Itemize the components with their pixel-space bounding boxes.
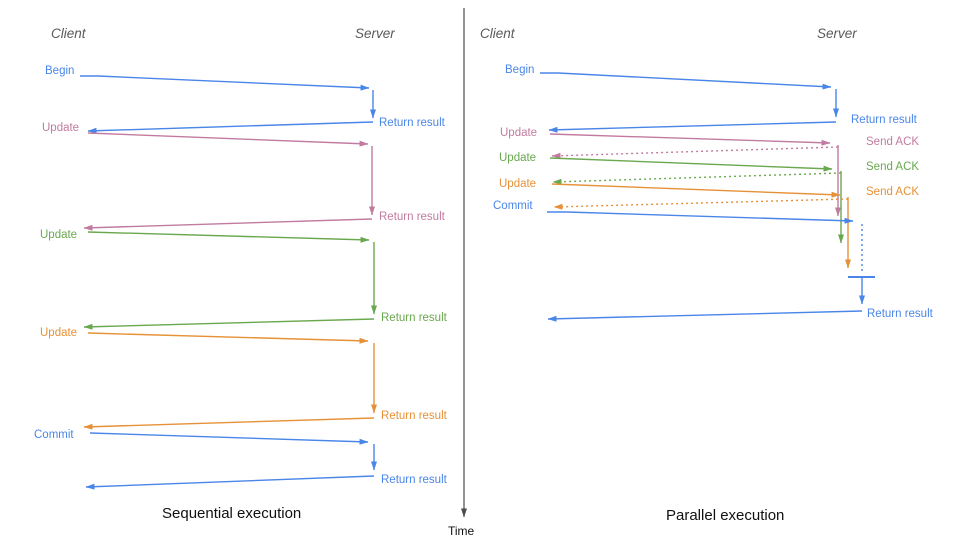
par-ack2-label: Send ACK — [866, 161, 920, 173]
seq-update1-request-arrow — [87, 132, 369, 147]
seq-update3-request-arrow — [87, 332, 369, 344]
par-label-update3: Update — [499, 178, 537, 190]
seq-commit-request-arrow — [89, 432, 369, 445]
par-label-begin: Begin — [505, 64, 535, 76]
par-update3-ack-arrow — [553, 198, 849, 210]
par-update3-request-arrow — [551, 183, 841, 198]
seq-label-update3: Update — [40, 327, 78, 339]
seq-client-header: Client — [51, 26, 86, 41]
seq-update3-response-arrow — [83, 417, 375, 430]
par-label-update2: Update — [499, 152, 537, 164]
seq-commit-response-arrow — [85, 475, 375, 490]
seq-return2-label: Return result — [379, 211, 445, 223]
parallel-title: Parallel execution — [666, 507, 785, 524]
par-server-header: Server — [817, 26, 857, 41]
seq-label-commit: Commit — [34, 429, 74, 441]
seq-label-update1: Update — [42, 122, 80, 134]
seq-label-update2: Update — [40, 229, 78, 241]
seq-label-begin: Begin — [45, 65, 75, 77]
par-update2-ack-arrow — [552, 172, 842, 185]
seq-server-header: Server — [355, 26, 395, 41]
par-update1-ack-arrow — [551, 146, 839, 159]
seq-update2-response-arrow — [83, 318, 375, 330]
seq-return4-label: Return result — [381, 410, 447, 422]
seq-return1-label: Return result — [379, 117, 445, 129]
par-begin-response-arrow — [548, 121, 837, 133]
seq-update2-request-arrow — [87, 231, 370, 243]
par-ack1-label: Send ACK — [866, 136, 920, 148]
seq-return3-label: Return result — [381, 312, 447, 324]
par-begin-request-arrow — [540, 72, 832, 90]
par-label-commit: Commit — [493, 200, 533, 212]
par-return2-label: Return result — [867, 308, 933, 320]
seq-begin-response-arrow — [87, 121, 374, 134]
par-update2-request-arrow — [549, 157, 833, 172]
par-commit-response-arrow — [547, 310, 863, 322]
sequential-panel-arrows — [80, 75, 377, 490]
par-client-header: Client — [480, 26, 515, 41]
par-update1-request-arrow — [549, 133, 831, 146]
seq-update1-response-arrow — [83, 218, 373, 231]
sequential-title: Sequential execution — [162, 505, 302, 522]
seq-return5-label: Return result — [381, 474, 447, 486]
par-commit-request-arrow — [547, 211, 854, 224]
seq-begin-request-arrow — [80, 75, 370, 91]
time-axis-label: Time — [448, 524, 475, 538]
par-label-update1: Update — [500, 127, 538, 139]
parallel-panel-arrows — [540, 72, 875, 322]
par-return1-label: Return result — [851, 114, 917, 126]
par-ack3-label: Send ACK — [866, 186, 920, 198]
